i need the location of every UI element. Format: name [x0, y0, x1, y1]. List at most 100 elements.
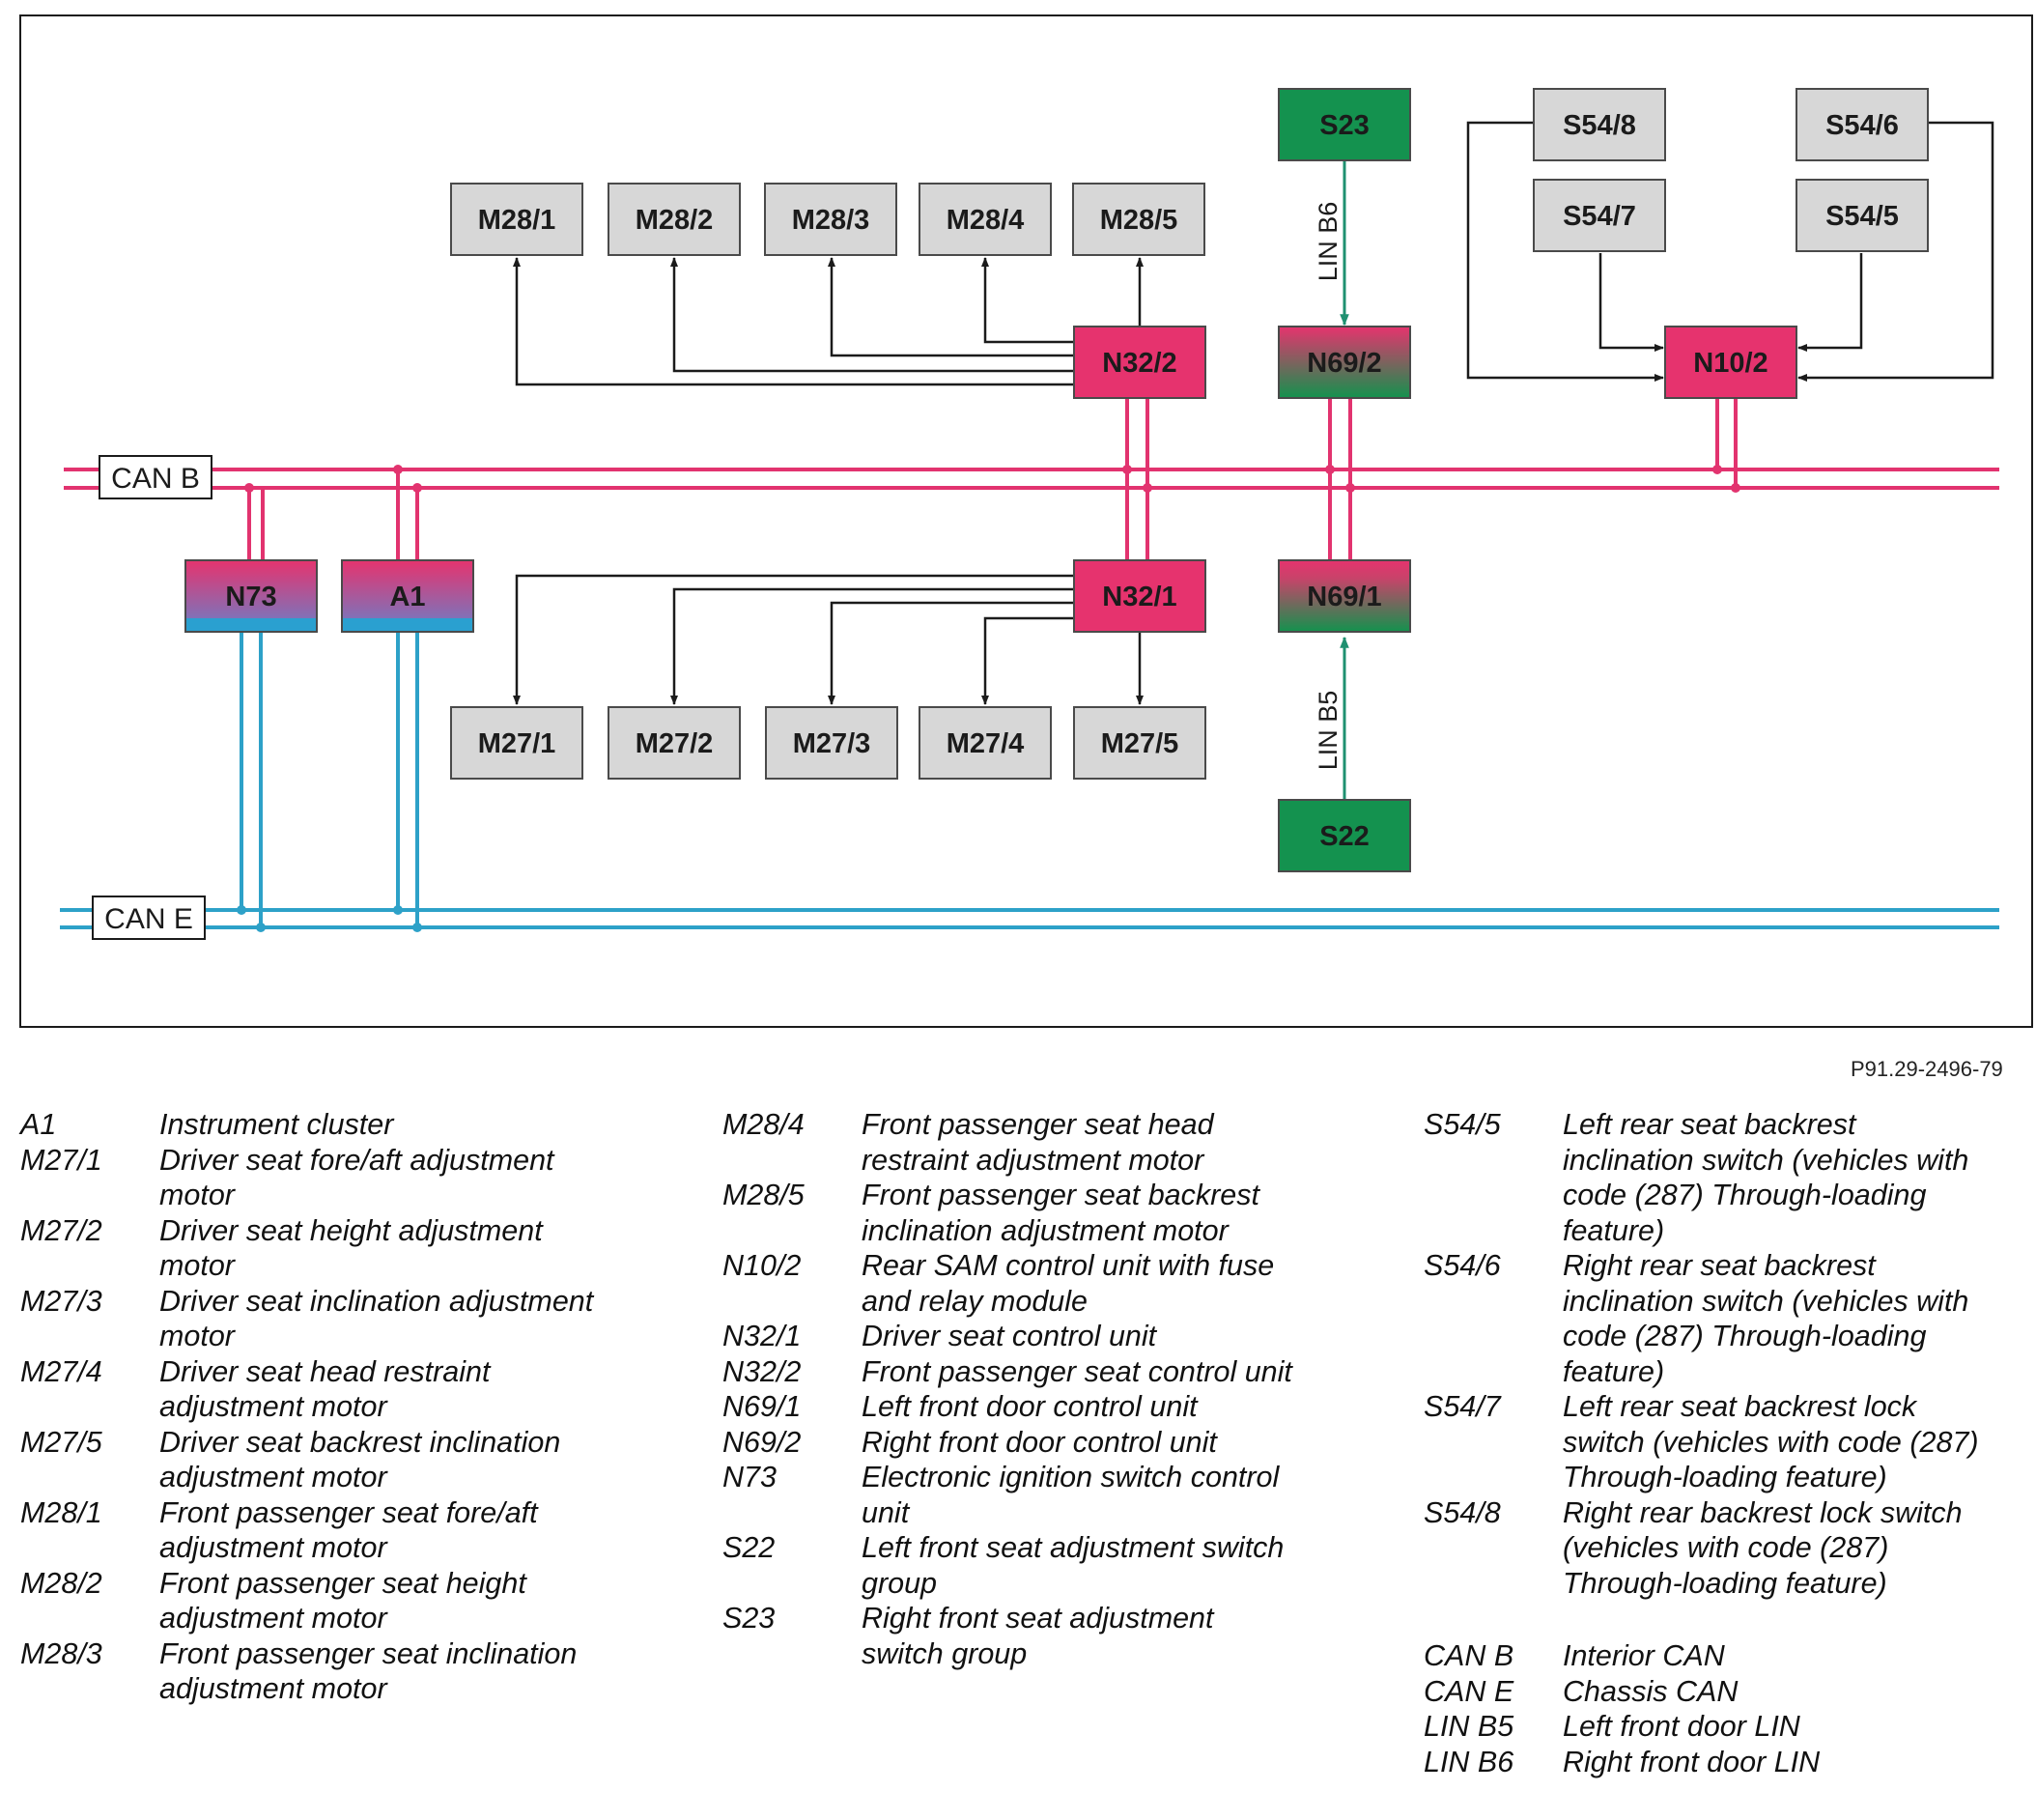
s54-5-label: S54/5 [1825, 201, 1899, 232]
legend-description-line: adjustment motor [159, 1390, 387, 1423]
diagram-frame [19, 14, 2033, 1028]
legend-code: M27/4 [20, 1354, 102, 1388]
legend-description-line: code (287) Through-loading [1563, 1320, 1927, 1352]
m28-5-label: M28/5 [1100, 205, 1178, 236]
legend-description: Front passenger seat control unit [862, 1354, 1292, 1390]
s23-box [1278, 88, 1411, 161]
legend-description-line: Front passenger seat backrest [862, 1179, 1259, 1211]
legend-code: CAN B [1424, 1639, 1514, 1672]
legend-code: N69/1 [722, 1390, 802, 1423]
legend-description-line: restraint adjustment motor [862, 1143, 1204, 1177]
legend-description-line: switch group [862, 1636, 1028, 1670]
a1-label: A1 [389, 582, 425, 612]
legend-code: M27/1 [20, 1143, 102, 1177]
legend-description-line: unit [862, 1495, 910, 1529]
legend-description: Left front door control unit [862, 1389, 1198, 1425]
legend-description: Left front door LIN [1563, 1709, 1800, 1745]
n32-1-label: N32/1 [1102, 582, 1176, 612]
n32-1-motor-wires [513, 574, 1144, 705]
legend-description-line: inclination switch (vehicles with [1563, 1143, 1969, 1177]
s54-6-box [1796, 88, 1929, 161]
legend-description-line: Right rear seat backrest [1563, 1249, 1876, 1282]
n10-2-box [1664, 326, 1797, 399]
m28-5-box [1072, 183, 1205, 256]
legend-description-line: motor [159, 1320, 235, 1352]
legend-spacer [1424, 1601, 1979, 1638]
s54-7-label: S54/7 [1563, 201, 1636, 232]
m27-3-box [765, 706, 898, 780]
legend-description-line: adjustment motor [159, 1602, 387, 1635]
legend-code: S54/8 [1424, 1495, 1501, 1529]
legend-code: S23 [722, 1602, 776, 1635]
legend-code: S54/6 [1424, 1249, 1501, 1282]
legend-code: S54/7 [1424, 1390, 1501, 1423]
n32-2-box [1073, 326, 1206, 399]
legend-description-line: Driver seat control unit [862, 1320, 1157, 1352]
m27-1-label: M27/1 [478, 728, 556, 759]
lin-b5-label: LIN B5 [1314, 691, 1343, 771]
m27-4-label: M27/4 [947, 728, 1025, 759]
can-b-label-box [99, 455, 212, 499]
legend-description-line: Left front door LIN [1563, 1710, 1800, 1743]
m28-motor-row: M28/1 M28/2 M28/3 M28/4 M28/5 [450, 183, 1205, 256]
s23-label: S23 [1319, 110, 1370, 141]
legend-code: M28/3 [20, 1636, 102, 1670]
legend-entry: N69/1 Left front door control unit [722, 1389, 1292, 1425]
m27-1-box [450, 706, 583, 780]
legend-description-line: Right front seat adjustment [862, 1602, 1214, 1635]
legend-description-line: adjustment motor [159, 1672, 387, 1705]
n10-2-label: N10/2 [1693, 348, 1767, 379]
m28-2-label: M28/2 [636, 205, 714, 236]
legend-description-line: motor [159, 1179, 235, 1211]
legend-description-line: and relay module [862, 1284, 1088, 1318]
n32-2-label: N32/2 [1102, 348, 1176, 379]
s54-5-box [1796, 179, 1929, 252]
legend-description: Chassis CAN [1563, 1674, 1738, 1710]
legend-code: LIN B6 [1424, 1745, 1514, 1778]
n69-2-box [1278, 326, 1411, 399]
legend-description-line: Right front door control unit [862, 1425, 1217, 1459]
m27-5-box [1073, 706, 1206, 780]
legend-entry: N32/1 Driver seat control unit [722, 1319, 1292, 1354]
legend-code: CAN E [1424, 1674, 1514, 1708]
legend-description-line: Interior CAN [1563, 1639, 1725, 1672]
n32-2-motor-wires [513, 257, 1144, 386]
legend-code: N69/2 [722, 1425, 802, 1459]
n32-1-box [1073, 559, 1206, 633]
legend-code: N10/2 [722, 1249, 802, 1282]
m28-4-box [919, 183, 1052, 256]
n73-can-e-band [186, 618, 316, 631]
legend-description-line: inclination adjustment motor [862, 1213, 1229, 1247]
legend-code: N32/1 [722, 1320, 802, 1352]
legend-description-line: Front passenger seat fore/aft [159, 1495, 538, 1529]
legend-description-line: group [862, 1566, 938, 1600]
legend-description-line: Left rear seat backrest [1563, 1108, 1856, 1141]
legend-code: M28/4 [722, 1108, 805, 1141]
network-diagram: CAN B CAN E LIN B6 LIN B5 [19, 14, 2033, 1028]
m27-2-box [608, 706, 741, 780]
n10-2-switch-wires [1466, 121, 1994, 382]
a1-can-e-band [343, 618, 472, 631]
legend-description-line: adjustment motor [159, 1461, 387, 1493]
